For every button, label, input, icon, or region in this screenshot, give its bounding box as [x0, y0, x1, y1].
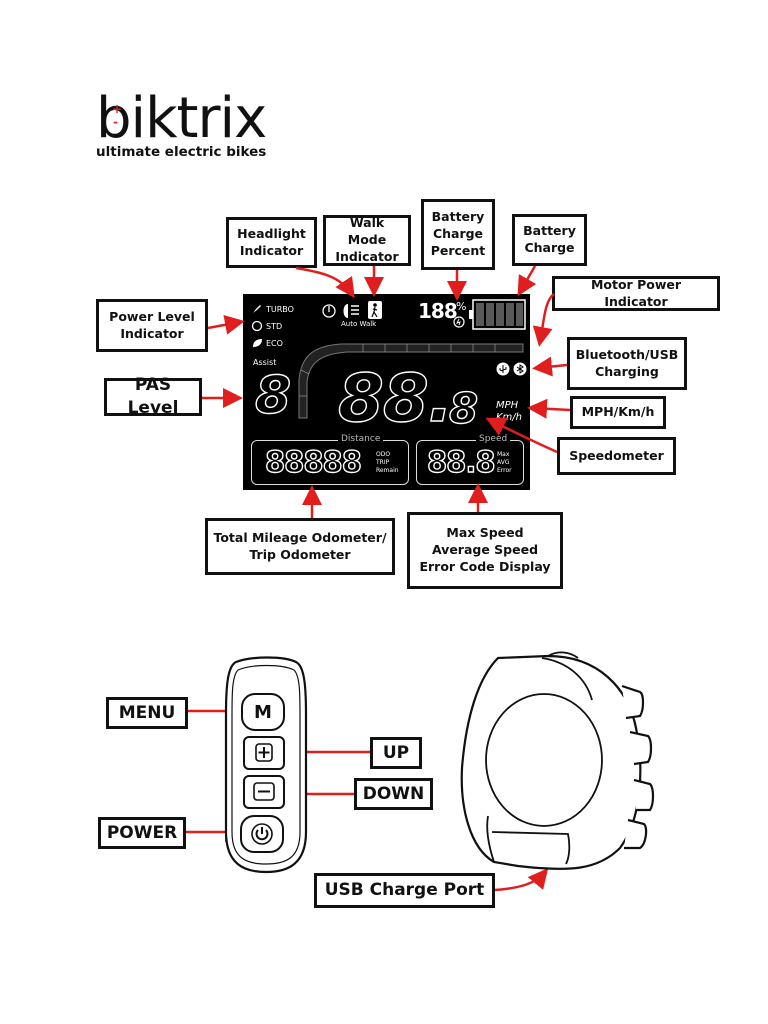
callout-battery-percent: Battery Charge Percent	[421, 199, 495, 270]
callout-battery-charge: Battery Charge	[512, 214, 587, 266]
speed-label: Speed	[476, 434, 511, 444]
percent-sign: %	[456, 300, 467, 313]
callout-odometer: Total Mileage Odometer/ Trip Odometer	[205, 518, 395, 575]
label-menu: MENU	[106, 697, 188, 729]
svg-text:-: -	[113, 115, 118, 128]
callout-speedometer: Speedometer	[557, 437, 676, 475]
down-button[interactable]	[243, 775, 285, 809]
callout-headlight: Headlight Indicator	[226, 217, 317, 268]
pas-level-digit: 8	[254, 365, 292, 426]
charge-plug-icon	[453, 316, 465, 328]
power-button[interactable]	[240, 815, 284, 853]
callout-power-level: Power Level Indicator	[96, 299, 208, 352]
callout-pas-level: PAS Level	[104, 375, 202, 418]
power-icon	[251, 823, 273, 845]
assist-label: Assist	[253, 358, 277, 367]
unit-mph: MPH	[496, 400, 519, 411]
unit-kmh: Km/h	[496, 412, 523, 423]
mode-std: STD	[266, 322, 283, 331]
speed-digits: 88.	[337, 359, 453, 437]
brand-logo: biktrix + - ultimate electric bikes	[96, 86, 296, 162]
mode-eco: ECO	[266, 339, 283, 348]
lcd-display: TURBO STD ECO Auto Walk 188 % Assist 8	[243, 294, 530, 490]
speed-mode-max: Max	[497, 451, 510, 458]
std-gauge-icon	[251, 320, 263, 332]
distance-digits: 88888	[264, 444, 362, 479]
label-power: POWER	[98, 817, 186, 849]
power-indicator-icon	[322, 304, 336, 318]
brand-tagline: ultimate electric bikes	[96, 144, 267, 160]
label-down: DOWN	[354, 778, 433, 810]
battery-plus-minus-icon: + -	[112, 102, 122, 128]
auto-walk-label: Auto Walk	[341, 320, 377, 328]
speed-small-digits: 88.8	[426, 444, 496, 479]
speed-decimal-digit: 8	[448, 383, 479, 433]
svg-text:+: +	[112, 102, 122, 116]
label-usb-charge-port: USB Charge Port	[314, 873, 495, 908]
callout-max-speed: Max Speed Average Speed Error Code Displ…	[407, 512, 563, 589]
mode-turbo: TURBO	[266, 305, 294, 314]
brand-name: biktrix	[96, 86, 267, 151]
speed-mode-error: Error	[497, 467, 512, 474]
eco-leaf-icon	[253, 339, 262, 347]
turbo-rocket-icon	[253, 305, 261, 313]
distance-label: Distance	[338, 434, 384, 444]
speed-mode-avg: AVG	[497, 459, 510, 466]
distance-mode-trip: TRIP	[376, 459, 390, 466]
battery-percent-value: 188	[418, 299, 458, 323]
menu-button[interactable]: M	[241, 693, 285, 731]
callout-bluetooth-usb: Bluetooth/USB Charging	[567, 337, 687, 390]
distance-mode-remain: Remain	[376, 467, 399, 474]
plus-icon	[255, 743, 273, 762]
motor-power-bar	[298, 343, 524, 419]
up-button[interactable]	[243, 736, 285, 770]
battery-charge-icon	[469, 299, 526, 330]
display-housing-side	[460, 651, 655, 870]
usb-icon	[496, 362, 510, 376]
distance-mode-odo: ODO	[376, 451, 391, 458]
callout-walk-mode: Walk Mode Indicator	[323, 215, 411, 266]
callout-motor-power: Motor Power Indicator	[552, 276, 720, 311]
walk-mode-icon	[368, 301, 382, 319]
callout-units: MPH/Km/h	[570, 396, 666, 429]
minus-icon	[253, 782, 275, 801]
headlight-icon	[343, 304, 359, 318]
bluetooth-icon	[513, 362, 527, 376]
distance-panel	[251, 440, 409, 485]
menu-key-label: M	[254, 701, 272, 723]
label-up: UP	[370, 737, 422, 769]
